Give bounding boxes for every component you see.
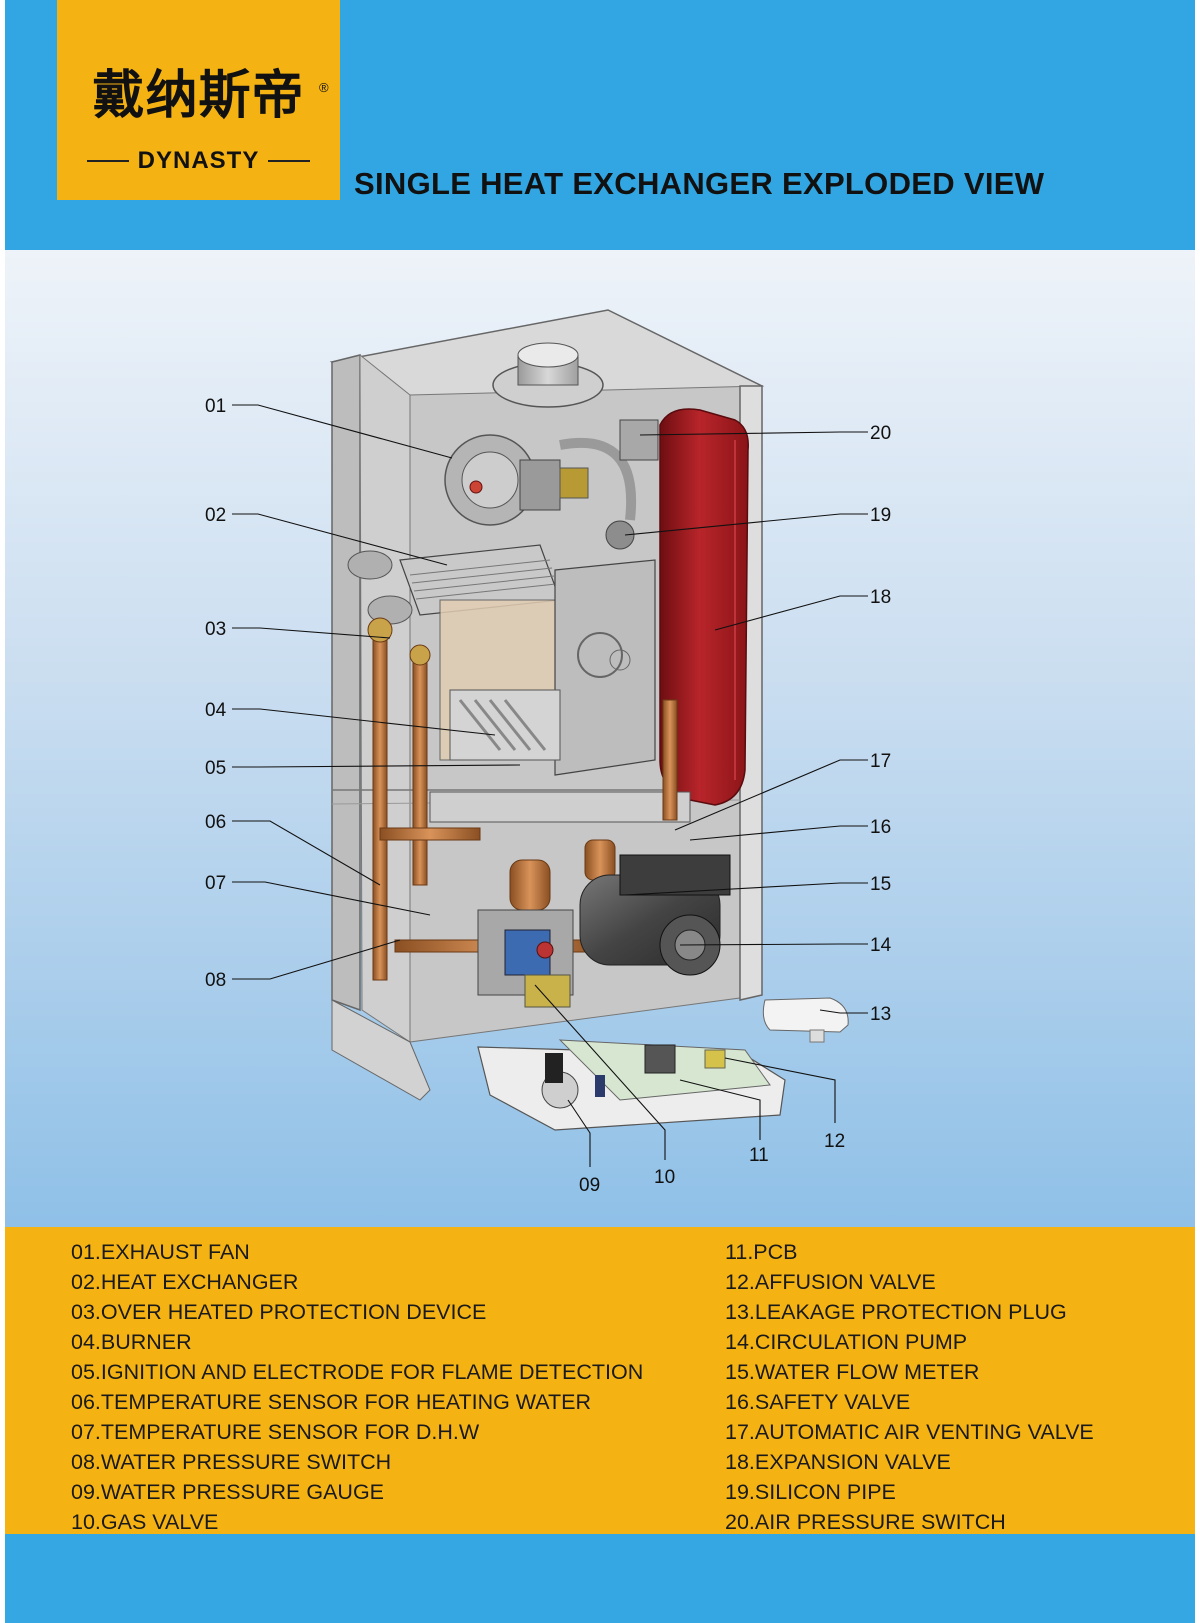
callout-18: 18 (870, 587, 891, 608)
logo-rule-left (87, 160, 129, 162)
legend-item: 02.HEAT EXCHANGER (71, 1270, 299, 1294)
callout-05: 05 (205, 758, 226, 779)
brand-name-row: DYNASTY (57, 147, 340, 174)
leakage-protection-plug (762, 997, 849, 1043)
callout-09: 09 (579, 1175, 600, 1196)
callout-01: 01 (205, 396, 226, 417)
brand-name-english: DYNASTY (137, 147, 260, 174)
legend-column-left: 01.EXHAUST FAN 02.HEAT EXCHANGER 03.OVER… (71, 1237, 643, 1537)
callout-11: 11 (749, 1145, 769, 1166)
burner (429, 689, 691, 823)
page-title: SINGLE HEAT EXCHANGER EXPLODED VIEW (354, 166, 1045, 201)
legend-column-right: 11.PCB 12.AFFUSION VALVE 13.LEAKAGE PROT… (725, 1237, 1094, 1537)
callout-leader-lines (232, 404, 868, 1167)
footer-band (5, 1534, 1195, 1623)
legend-item: 17.AUTOMATIC AIR VENTING VALVE (725, 1420, 1094, 1444)
callout-17: 17 (870, 751, 891, 772)
exhaust-fan-assembly (444, 419, 659, 550)
legend-item: 20.AIR PRESSURE SWITCH (725, 1510, 1006, 1534)
callout-02: 02 (205, 505, 226, 526)
boiler-exploded-diagram: 01 02 03 04 05 06 07 08 09 10 11 12 13 1… (205, 309, 892, 1196)
legend-item: 07.TEMPERATURE SENSOR FOR D.H.W (71, 1420, 480, 1444)
control-panel-pcb (477, 1039, 786, 1131)
legend-item: 18.EXPANSION VALVE (725, 1450, 951, 1474)
legend-item: 15.WATER FLOW METER (725, 1360, 980, 1384)
legend-item: 06.TEMPERATURE SENSOR FOR HEATING WATER (71, 1390, 592, 1414)
expansion-vessel (659, 408, 749, 806)
callout-04: 04 (205, 700, 227, 721)
callout-15: 15 (870, 874, 891, 895)
circulation-pump (579, 854, 731, 976)
callout-07: 07 (205, 873, 226, 894)
callout-06: 06 (205, 812, 226, 833)
callout-numbers: 01 02 03 04 05 06 07 08 09 10 11 12 13 1… (205, 396, 892, 1196)
brand-logo: 戴纳斯帝 ® DYNASTY (57, 0, 340, 200)
legend-item: 19.SILICON PIPE (725, 1480, 896, 1504)
legend-item: 03.OVER HEATED PROTECTION DEVICE (71, 1300, 487, 1324)
registered-mark: ® (319, 80, 329, 95)
legend-item: 16.SAFETY VALVE (725, 1390, 911, 1414)
callout-14: 14 (870, 935, 892, 956)
callout-10: 10 (654, 1167, 675, 1188)
legend-item: 14.CIRCULATION PUMP (725, 1330, 968, 1354)
callout-20: 20 (870, 423, 891, 444)
legend-item: 01.EXHAUST FAN (71, 1240, 250, 1264)
legend-item: 08.WATER PRESSURE SWITCH (71, 1450, 392, 1474)
gas-valve (477, 909, 574, 1008)
legend-item: 05.IGNITION AND ELECTRODE FOR FLAME DETE… (71, 1360, 644, 1384)
callout-03: 03 (205, 619, 226, 640)
flue-outlet (492, 342, 604, 408)
legend-item: 13.LEAKAGE PROTECTION PLUG (725, 1300, 1067, 1324)
legend-item: 12.AFFUSION VALVE (725, 1270, 936, 1294)
callout-16: 16 (870, 817, 891, 838)
parts-legend: 01.EXHAUST FAN 02.HEAT EXCHANGER 03.OVER… (5, 1227, 1195, 1534)
callout-08: 08 (205, 970, 226, 991)
legend-item: 11.PCB (725, 1240, 798, 1264)
callout-13: 13 (870, 1004, 891, 1025)
callout-19: 19 (870, 505, 891, 526)
legend-item: 09.WATER PRESSURE GAUGE (71, 1480, 385, 1504)
logo-rule-right (268, 160, 310, 162)
legend-item: 10.GAS VALVE (71, 1510, 219, 1534)
callout-12: 12 (824, 1131, 845, 1152)
legend-item: 04.BURNER (71, 1330, 192, 1354)
brand-name-chinese: 戴纳斯帝 (92, 66, 305, 126)
